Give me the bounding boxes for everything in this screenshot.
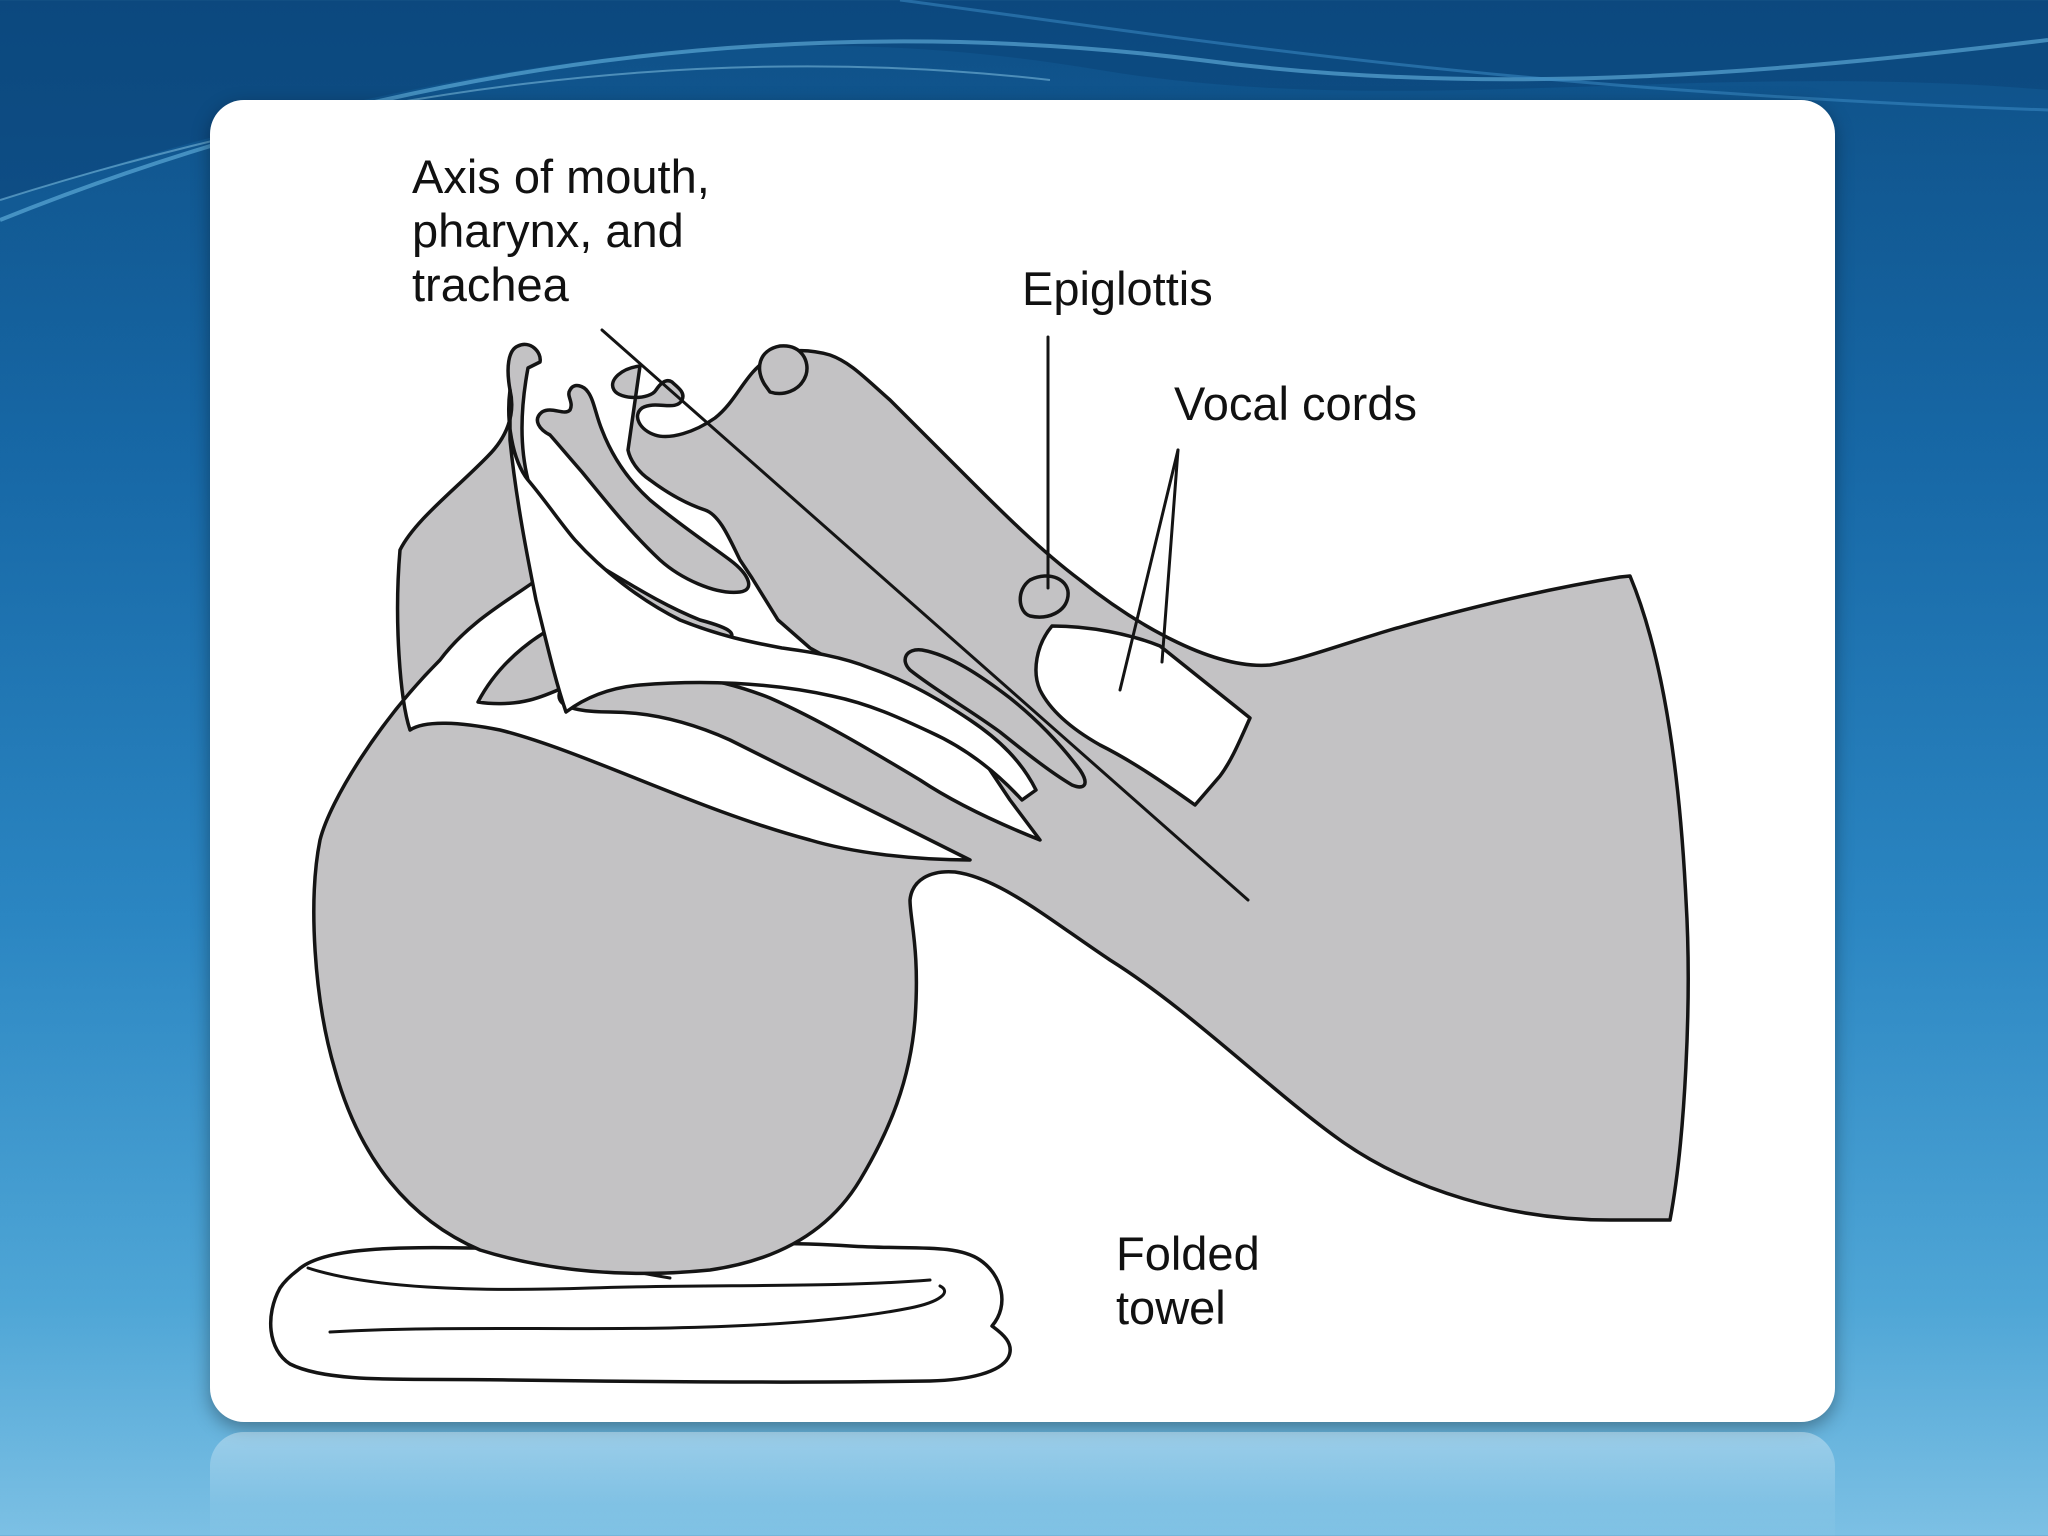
card-reflection <box>210 1432 1835 1536</box>
diagram-card: Axis of mouth, pharynx, and trachea Epig… <box>210 100 1835 1422</box>
folded-towel-label-line-1: Folded <box>1116 1227 1260 1280</box>
airway-positioning-diagram <box>268 328 1690 1384</box>
epiglottis-label: Epiglottis <box>1022 262 1213 315</box>
axis-line <box>600 328 1250 902</box>
axis-label-line-2: pharynx, and <box>412 204 684 257</box>
oral-cavity <box>507 383 1038 802</box>
folded-towel-label-line-2: towel <box>1116 1281 1226 1334</box>
axis-label-line-1: Axis of mouth, <box>412 150 710 203</box>
folded-towel-illustration <box>268 1241 1012 1384</box>
label-leaders <box>1046 335 1180 692</box>
axis-label: Axis of mouth, pharynx, and trachea <box>412 150 710 312</box>
folded-towel-label: Folded towel <box>1116 1227 1260 1335</box>
pharynx-structures <box>757 344 1252 807</box>
vocal-cords-label: Vocal cords <box>1174 377 1417 430</box>
axis-label-line-3: trachea <box>412 258 569 311</box>
